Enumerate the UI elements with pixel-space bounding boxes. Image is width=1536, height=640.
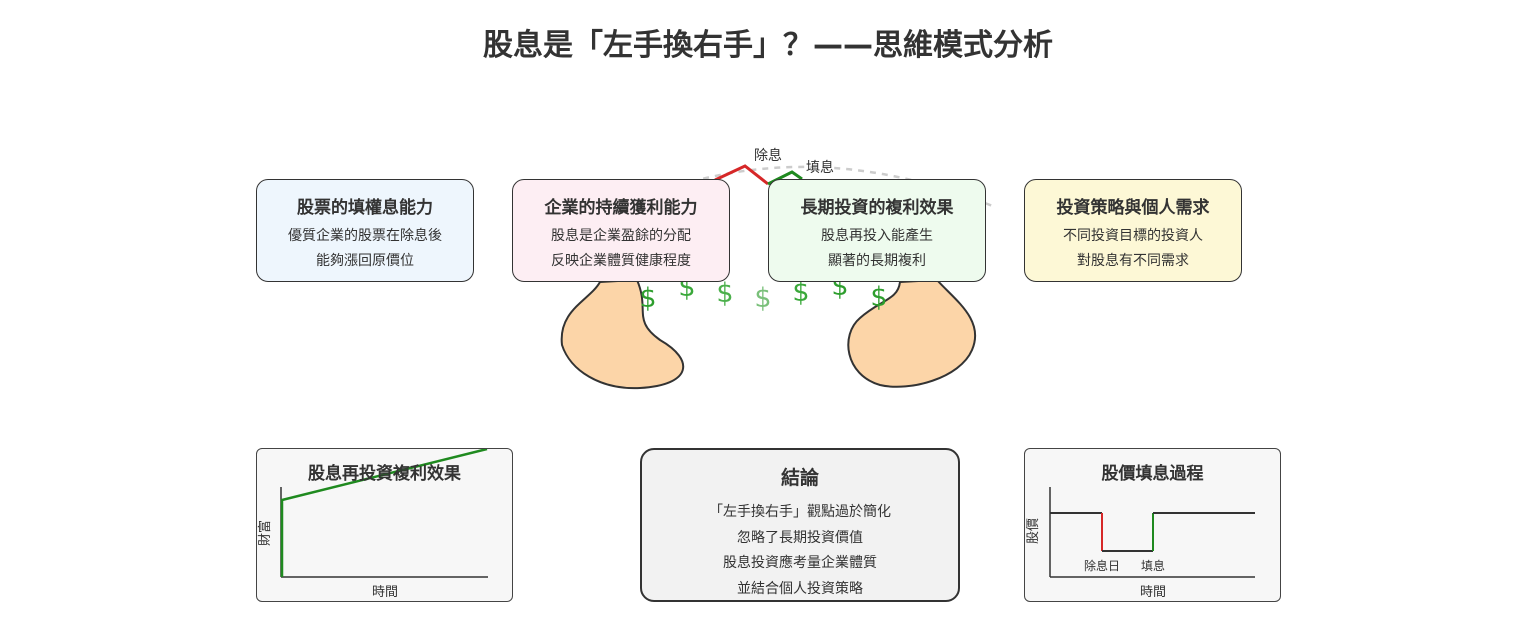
- card-line: 股息再投入能產生: [821, 228, 933, 244]
- y-axis-label: 財富: [257, 520, 273, 546]
- card-profitability: 企業的持續獲利能力 股息是企業盈餘的分配 反映企業體質健康程度: [512, 179, 730, 282]
- card-title: 投資策略與個人需求: [1056, 198, 1210, 218]
- conclusion-title: 結論: [780, 467, 819, 489]
- compound-chart-plot: 時間 財富: [257, 449, 488, 600]
- ex-dividend-label: 除息: [754, 147, 782, 164]
- card-compound-effect: 長期投資的複利效果 股息再投入能產生 顯著的長期複利: [768, 179, 986, 282]
- right-hand-icon: [847, 278, 977, 388]
- card-fill-ability: 股票的填權息能力 優質企業的股票在除息後 能夠漲回原價位: [256, 179, 474, 282]
- card-line: 能夠漲回原價位: [316, 253, 414, 269]
- card-title: 企業的持續獲利能力: [544, 198, 698, 218]
- conclusion-line: 股息投資應考量企業體質: [723, 555, 877, 571]
- fill-process-chart: 股價填息過程 除息日 填息 時間 股價: [1024, 448, 1281, 602]
- ex-dividend-day-label: 除息日: [1084, 558, 1120, 573]
- fill-dividend-label: 填息: [806, 159, 834, 176]
- card-line: 不同投資目標的投資人: [1063, 228, 1203, 244]
- conclusion-line: 並結合個人投資策略: [737, 580, 863, 597]
- fill-process-plot: 除息日 填息 時間 股價: [1026, 487, 1255, 600]
- card-title: 長期投資的複利效果: [800, 198, 954, 218]
- dollar-icon: $: [870, 282, 887, 313]
- chart-title: 股息再投資複利效果: [308, 464, 461, 484]
- card-line: 顯著的長期複利: [828, 253, 926, 269]
- left-hand-icon: [560, 278, 685, 390]
- card-line: 優質企業的股票在除息後: [288, 228, 442, 244]
- conclusion-line: 「左手換右手」觀點過於簡化: [709, 504, 891, 520]
- card-line: 反映企業體質健康程度: [551, 253, 691, 269]
- x-axis-label: 時間: [372, 585, 398, 600]
- dollar-icon: $: [716, 278, 733, 309]
- conclusion-box: 結論 「左手換右手」觀點過於簡化 忽略了長期投資價值 股息投資應考量企業體質 並…: [640, 448, 960, 602]
- ex-dividend-arrow: [714, 164, 769, 186]
- wealth-line: [280, 449, 488, 577]
- page-title: 股息是「左手換右手」？——思維模式分析: [483, 28, 1053, 63]
- dollar-icon: $: [639, 283, 656, 314]
- x-axis-label: 時間: [1140, 585, 1166, 600]
- card-strategy-needs: 投資策略與個人需求 不同投資目標的投資人 對股息有不同需求: [1024, 179, 1242, 282]
- dollar-icon: $: [792, 277, 809, 308]
- card-line: 股息是企業盈餘的分配: [551, 228, 691, 244]
- card-title: 股票的填權息能力: [297, 198, 433, 218]
- y-axis-label: 股價: [1026, 518, 1041, 544]
- card-line: 對股息有不同需求: [1077, 253, 1189, 269]
- fill-label: 填息: [1141, 558, 1165, 573]
- compound-chart: 時間 財富 股息再投資複利效果: [256, 448, 513, 602]
- dollar-icon: $: [754, 283, 771, 314]
- chart-title: 股價填息過程: [1101, 464, 1204, 484]
- conclusion-line: 忽略了長期投資價值: [737, 529, 863, 546]
